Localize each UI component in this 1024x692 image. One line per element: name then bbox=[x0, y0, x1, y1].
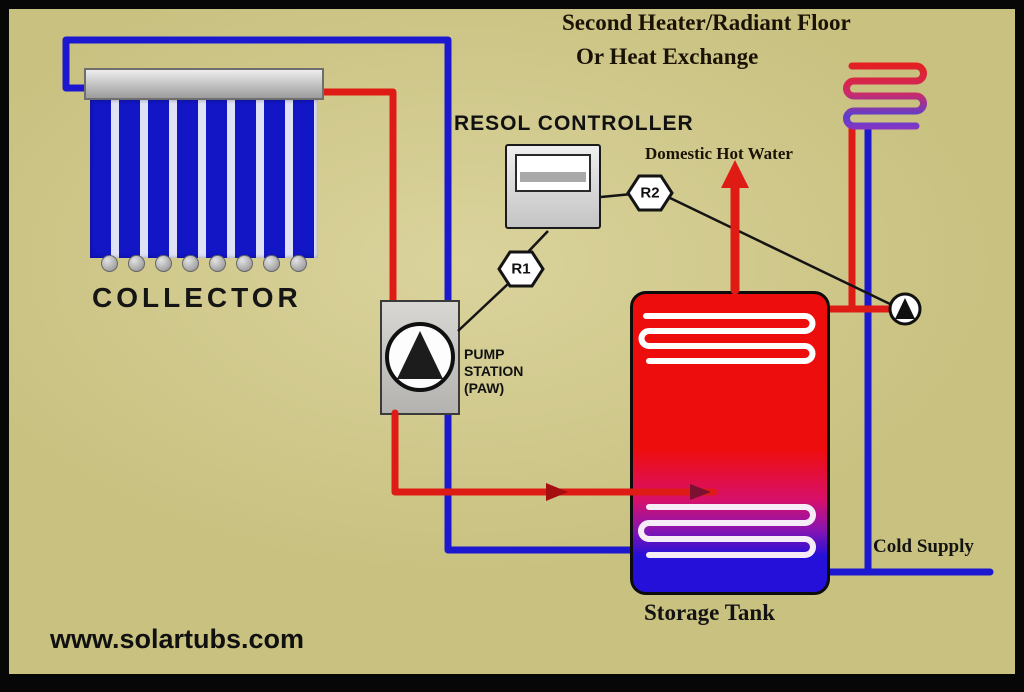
tank-lower-coil-icon bbox=[638, 504, 816, 558]
hot-pipe-from-collector bbox=[316, 88, 397, 307]
pump-station-pump-icon bbox=[385, 322, 455, 392]
second-heater-label-line2: Or Heat Exchange bbox=[576, 44, 759, 69]
collector-tubes bbox=[90, 100, 318, 258]
relay-r2-hexagon bbox=[626, 174, 674, 212]
wire-controller-to-r1 bbox=[526, 230, 549, 254]
radiator-coil-icon bbox=[843, 62, 927, 130]
relay-r1-hexagon bbox=[497, 250, 545, 288]
cold-supply-label: Cold Supply bbox=[873, 536, 974, 557]
resol-controller-unit bbox=[505, 144, 601, 229]
solar-collector bbox=[84, 68, 324, 272]
pump-station-label: PUMP STATION (PAW) bbox=[464, 346, 523, 396]
storage-tank-label: Storage Tank bbox=[644, 600, 776, 625]
flow-arrow-icon bbox=[690, 484, 711, 500]
relay-r1-label: R1 bbox=[511, 260, 531, 278]
website-label: www.solartubs.com bbox=[50, 624, 305, 654]
wire-r1-to-pump-station bbox=[457, 282, 510, 332]
collector-tube-cap bbox=[290, 255, 307, 272]
collector-tube-cap bbox=[101, 255, 118, 272]
pump-station-label-line2: STATION bbox=[464, 362, 524, 379]
tank-upper-coil-icon bbox=[638, 313, 816, 364]
collector-tube-cap bbox=[155, 255, 172, 272]
storage-tank-body bbox=[630, 291, 830, 595]
hot-pipe-into-tank bbox=[391, 409, 718, 496]
domestic-hot-water-label: Domestic Hot Water bbox=[645, 144, 793, 163]
pump-station-label-line1: PUMP bbox=[464, 346, 505, 362]
collector-label: COLLECTOR bbox=[92, 282, 302, 313]
resol-controller-label: RESOL CONTROLLER bbox=[454, 112, 694, 135]
collector-tube-cap bbox=[236, 255, 253, 272]
flow-arrow-icon bbox=[546, 483, 568, 501]
radiator-pump-icon bbox=[888, 292, 922, 326]
controller-screen bbox=[515, 154, 591, 192]
cold-pipe-to-tank-bottom bbox=[444, 409, 638, 554]
wire-controller-to-r2 bbox=[600, 192, 633, 199]
collector-tube-cap bbox=[128, 255, 145, 272]
cold-return-pipe-collector bbox=[62, 36, 452, 307]
collector-header-manifold bbox=[84, 68, 324, 100]
collector-tube-cap bbox=[263, 255, 280, 272]
pump-station-label-line3: (PAW) bbox=[464, 379, 505, 396]
collector-tube-cap bbox=[182, 255, 199, 272]
second-heater-label-line1: Second Heater/Radiant Floor bbox=[562, 10, 851, 35]
relay-r2-label: R2 bbox=[640, 184, 660, 202]
collector-tube-cap bbox=[209, 255, 226, 272]
collector-manifold bbox=[96, 255, 312, 272]
wire-r2-to-radiator-pump bbox=[667, 195, 891, 306]
controller-screen-display bbox=[520, 172, 586, 182]
up-arrow-icon bbox=[721, 160, 749, 188]
